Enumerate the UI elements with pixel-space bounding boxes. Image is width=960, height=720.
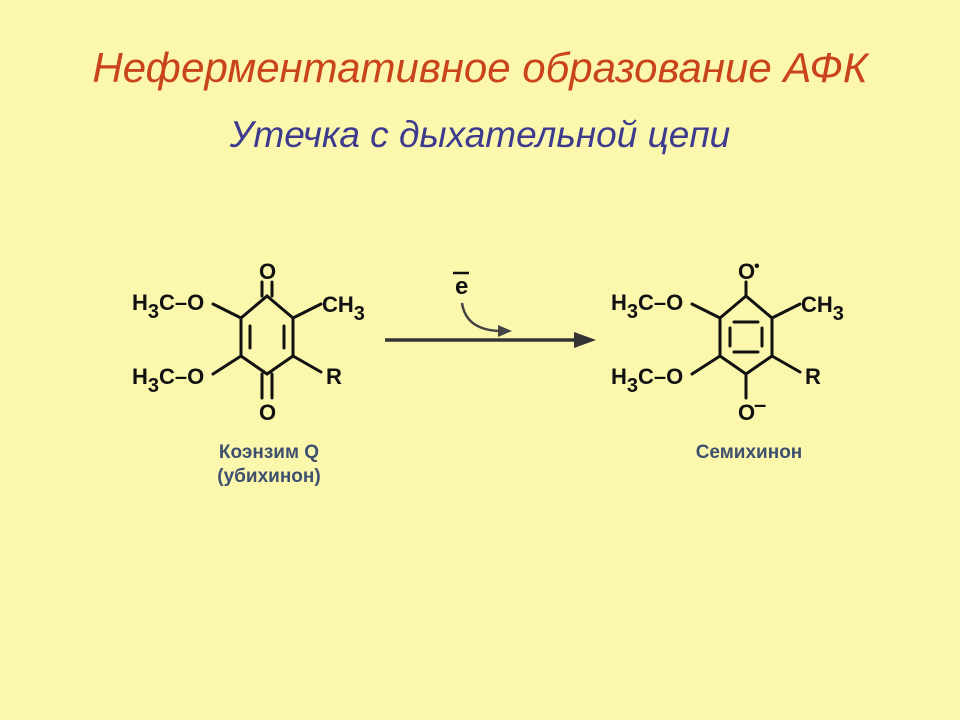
reactant-top-oxygen: O	[259, 259, 276, 284]
reactant-r-group: R	[326, 364, 342, 389]
product-lower-methoxy: H3C–O	[611, 364, 683, 397]
ubiquinone-ring	[211, 280, 323, 400]
radical-dot: •	[754, 258, 760, 275]
product-top-oxygen: O	[738, 259, 755, 284]
reaction-arrow	[385, 332, 596, 348]
reactant-methyl: CH3	[322, 292, 365, 325]
electron-label: e	[455, 273, 468, 300]
product-upper-methoxy: H3C–O	[611, 290, 683, 323]
product-caption: Семихинон	[696, 442, 803, 463]
electron-curved-arrow	[460, 302, 512, 337]
reactant-upper-methoxy: H3C–O	[132, 290, 204, 323]
slide-subtitle: Утечка с дыхательной цепи	[229, 114, 731, 155]
product-methyl: CH3	[801, 292, 844, 325]
product-r-group: R	[805, 364, 821, 389]
reactant-bottom-oxygen: O	[259, 400, 276, 425]
reactant-caption-name: Коэнзим Q	[219, 442, 319, 463]
product-bottom-oxygen: O	[738, 400, 755, 425]
slide-title: Неферментативное образование АФК	[92, 44, 868, 91]
reactant-caption-alias: (убихинон)	[217, 466, 320, 487]
reactant-lower-methoxy: H3C–O	[132, 364, 204, 397]
semiquinone-ring	[690, 280, 802, 400]
negative-charge: –	[754, 392, 766, 417]
